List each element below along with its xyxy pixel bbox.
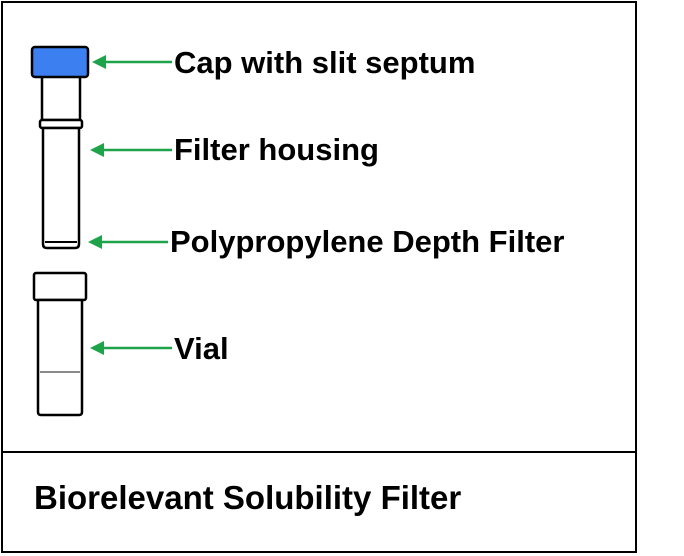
arrow-housing <box>90 143 172 157</box>
label-filter: Polypropylene Depth Filter <box>170 224 565 259</box>
arrow-filter <box>88 235 168 249</box>
blue-cap <box>30 45 90 79</box>
housing-lower-section <box>41 126 81 250</box>
caption-divider <box>1 451 637 453</box>
label-cap: Cap with slit septum <box>174 45 476 80</box>
filter-housing-tube <box>38 74 84 250</box>
vial-cap-rim <box>32 271 88 302</box>
arrow-vial <box>90 341 172 355</box>
figure-caption: Biorelevant Solubility Filter <box>34 479 462 516</box>
label-housing: Filter housing <box>174 132 379 167</box>
label-vial: Vial <box>174 331 229 366</box>
vial <box>32 271 88 417</box>
vial-body <box>36 298 84 417</box>
housing-upper-section <box>40 74 82 122</box>
arrow-cap <box>92 55 172 69</box>
diagram-frame <box>1 1 637 553</box>
